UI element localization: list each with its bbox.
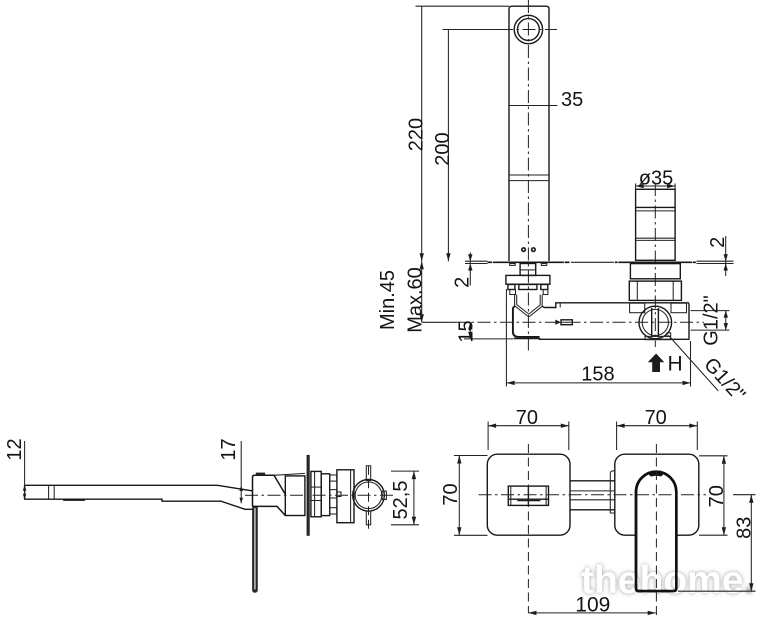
svg-text:200: 200 xyxy=(432,132,454,165)
svg-text:2: 2 xyxy=(452,277,474,288)
svg-text:15: 15 xyxy=(455,320,477,342)
svg-text:70: 70 xyxy=(440,483,462,505)
svg-text:158: 158 xyxy=(581,364,614,386)
svg-text:Max.60: Max.60 xyxy=(405,267,427,333)
svg-text:Min.45: Min.45 xyxy=(377,270,399,330)
svg-text:17: 17 xyxy=(218,438,240,460)
svg-text:ø35: ø35 xyxy=(639,168,673,190)
svg-text:70: 70 xyxy=(706,485,728,507)
svg-text:52,5: 52,5 xyxy=(390,481,412,520)
svg-text:12: 12 xyxy=(4,438,26,460)
svg-text:70: 70 xyxy=(516,407,538,429)
svg-text:G1/2": G1/2" xyxy=(700,295,722,345)
svg-text:H: H xyxy=(668,353,683,376)
svg-text:35: 35 xyxy=(561,89,583,111)
svg-text:109: 109 xyxy=(575,594,610,617)
svg-text:thehome: thehome xyxy=(581,559,744,602)
svg-text:2: 2 xyxy=(707,237,729,248)
svg-text:70: 70 xyxy=(645,407,667,429)
svg-text:83: 83 xyxy=(733,517,755,539)
svg-text:220: 220 xyxy=(405,118,427,151)
svg-text:thehome.: thehome. xyxy=(581,559,754,602)
